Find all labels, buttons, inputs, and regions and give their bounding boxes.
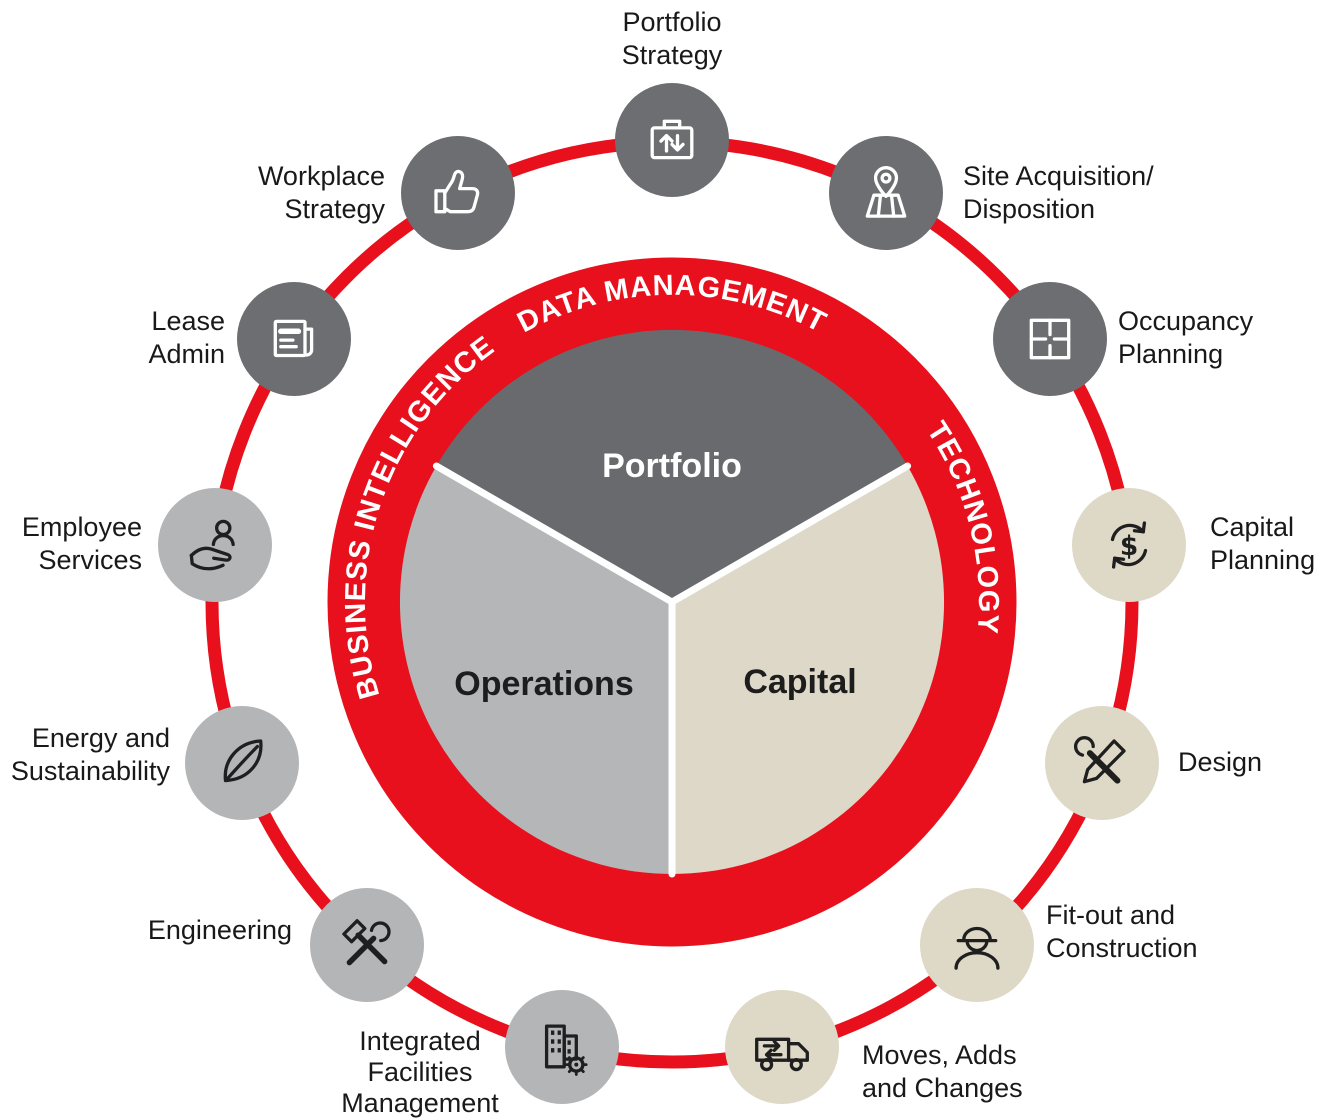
node-occupancy-planning (993, 282, 1107, 396)
leaf-icon (223, 739, 263, 783)
label-integrated-facilities-management: Integrated Facilities Management (341, 1026, 499, 1118)
label-occupancy-planning: Occupancy Planning (1118, 306, 1254, 369)
node-design (1045, 706, 1159, 820)
label-design: Design (1178, 747, 1263, 777)
hand-person-icon (189, 519, 235, 571)
node-lease-admin (237, 282, 351, 396)
label-capital-planning: Capital Planning (1210, 512, 1316, 575)
label-fit-out-construction: Fit-out and Construction (1046, 900, 1198, 963)
briefcase-arrows-icon (650, 119, 694, 160)
label-moves-adds-changes: Moves, Adds and Changes (862, 1040, 1023, 1103)
svg-text:$: $ (1120, 531, 1138, 562)
floorplan-icon (1029, 318, 1071, 360)
node-portfolio-strategy (615, 83, 729, 197)
label-portfolio-strategy: Portfolio Strategy (621, 7, 723, 70)
label-engineering: Engineering (147, 915, 292, 945)
node-integrated-facilities-management (505, 990, 619, 1104)
pie-operations-label: Operations (454, 665, 633, 703)
node-energy-sustainability (185, 706, 299, 820)
node-employee-services (158, 488, 272, 602)
hammer-wrench-icon (342, 919, 391, 966)
label-workplace-strategy: Workplace Strategy (257, 161, 385, 224)
moving-truck-icon (755, 1037, 809, 1072)
node-capital-planning: $ (1072, 488, 1186, 602)
construction-worker-icon (954, 926, 1000, 970)
newspaper-icon (273, 319, 314, 358)
thumbs-up-icon (434, 169, 480, 214)
pie-portfolio-label: Portfolio (602, 447, 742, 485)
node-engineering (310, 888, 424, 1002)
pie-capital-label: Capital (743, 663, 856, 701)
label-energy-sustainability: Energy and Sustainability (10, 723, 170, 786)
pencil-wrench-icon (1073, 736, 1126, 784)
building-gear-icon (544, 1024, 588, 1076)
pie-operations-segment (399, 466, 672, 874)
map-pin-icon (865, 166, 907, 218)
label-employee-services: Employee Services (21, 512, 142, 575)
node-fit-out-construction (920, 888, 1034, 1002)
node-site-acquisition (829, 136, 943, 250)
label-site-acquisition: Site Acquisition/ Disposition (963, 161, 1154, 224)
node-workplace-strategy (401, 136, 515, 250)
node-moves-adds-changes (725, 990, 839, 1104)
pie-segment-dividers (432, 462, 912, 878)
dollar-cycle-icon: $ (1110, 521, 1148, 569)
enabler-ring (327, 257, 1017, 947)
label-lease-admin: Lease Admin (148, 306, 225, 369)
pie-capital-segment (672, 466, 945, 874)
